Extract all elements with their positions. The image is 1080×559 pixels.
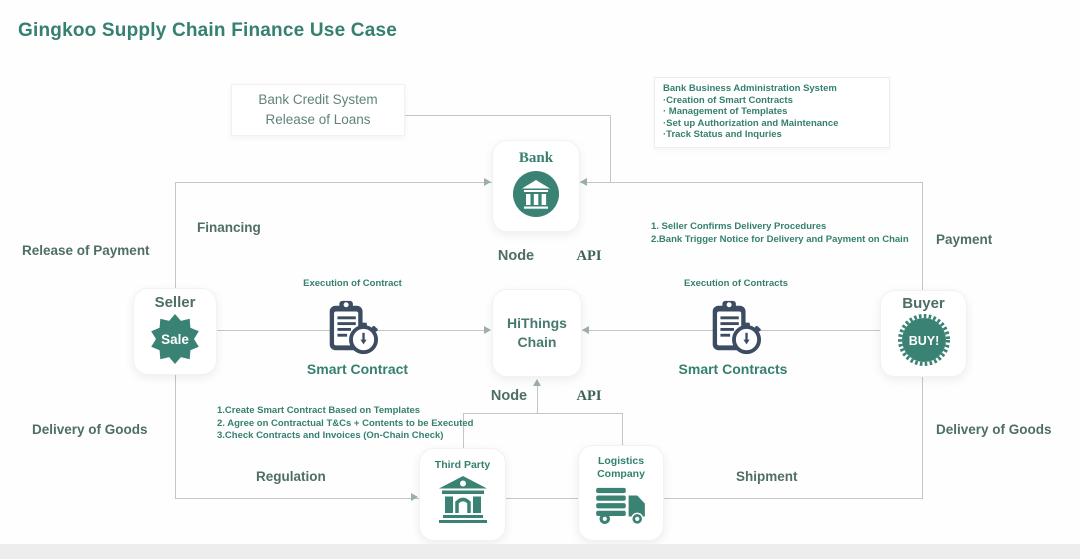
arrow-into-bank-right [580,178,587,186]
seller-node: Seller Sale [133,288,217,375]
page-title: Gingkoo Supply Chain Finance Use Case [18,20,398,41]
bank-node-label: Bank [518,150,554,166]
buy-badge-text: BUY! [908,334,939,348]
admin-box-title: Bank Business Administration System [663,83,837,94]
smart-contract-label: Smart Contract [306,361,409,377]
credit-connector-horizontal [403,115,611,116]
payment-label: Payment [936,232,993,247]
bank-node-port-label: Node [497,248,535,264]
delivery-step: 2.Bank Trigger Notice for Delivery and P… [651,233,909,245]
delivery-of-goods-right-label: Delivery of Goods [936,422,1052,437]
chain-node-port-label: Node [490,388,528,404]
split-horizontal-line [463,413,623,414]
bank-admin-system-box: Bank Business Administration System ·Cre… [654,77,890,148]
logistics-company-node: Logistics Company [578,445,664,541]
split-to-third-party-line [463,413,464,449]
split-to-logistics-line [622,413,623,446]
third-party-node: Third Party [419,448,506,541]
truck-icon [594,484,648,531]
arrow-into-bank-left [484,178,491,186]
buy-badge-icon: BUY! [897,313,951,372]
sale-badge-text: Sale [161,332,189,347]
contract-step: 2. Agree on Contractual T&Cs + Contents … [217,417,474,429]
courthouse-icon [436,475,490,530]
smart-contracts-label: Smart Contracts [678,361,788,377]
shipment-label: Shipment [736,469,798,484]
arrow-into-chain-bottom [533,379,541,386]
bank-credit-system-box: Bank Credit System Release of Loans [231,84,405,136]
financing-label: Financing [197,220,261,235]
arrow-into-third-party [411,493,418,501]
admin-box-item: · Management of Templates [663,106,788,117]
contract-step: 3.Check Contracts and Invoices (On-Chain… [217,430,444,441]
hithings-line1: HiThings [507,315,567,332]
regulation-label: Regulation [256,469,326,484]
sale-badge-icon: Sale [149,313,201,370]
hithings-line2: Chain [517,334,557,350]
contract-step: 1.Create Smart Contract Based on Templat… [217,405,421,416]
delivery-step: 1. Seller Confirms Delivery Procedures [651,221,827,232]
arrow-into-chain-left [484,326,491,334]
hithings-chain-node: HiThings Chain [492,289,582,377]
logistics-company-label: Logistics Company [597,455,645,481]
execution-of-contract-caption: Execution of Contract [303,278,402,289]
delivery-steps-note: 1. Seller Confirms Delivery Procedures 2… [651,221,909,246]
delivery-of-goods-left-label: Delivery of Goods [32,422,148,437]
bottom-strip [0,544,1080,559]
smart-contract-icon [321,297,379,362]
release-of-payment-label: Release of Payment [22,243,150,258]
chain-api-port-label: API [576,388,602,404]
bank-node: Bank [492,140,580,232]
seller-node-label: Seller [154,293,196,311]
admin-box-item: ·Track Status and Inquries [663,129,782,140]
bank-building-icon [513,171,559,222]
credit-box-line2: Release of Loans [265,112,371,127]
chain-down-line [537,381,538,413]
contract-steps-note: 1.Create Smart Contract Based on Templat… [217,405,473,443]
bank-api-port-label: API [576,248,602,264]
logistics-line2: Company [597,468,645,480]
admin-box-item: ·Set up Authorization and Maintenance [663,117,839,129]
arrow-into-chain-right [582,326,589,334]
execution-of-contracts-caption: Execution of Contracts [684,278,788,289]
smart-contracts-icon [704,297,762,362]
admin-box-item: ·Creation of Smart Contracts [663,94,793,106]
logistics-line1: Logistics [597,454,645,467]
buyer-node: Buyer BUY! [880,290,967,377]
credit-connector-vertical [610,115,611,183]
hithings-chain-label: HiThings Chain [507,314,567,352]
buyer-node-label: Buyer [902,295,945,312]
credit-box-line1: Bank Credit System [258,92,378,108]
third-party-label: Third Party [434,459,491,471]
